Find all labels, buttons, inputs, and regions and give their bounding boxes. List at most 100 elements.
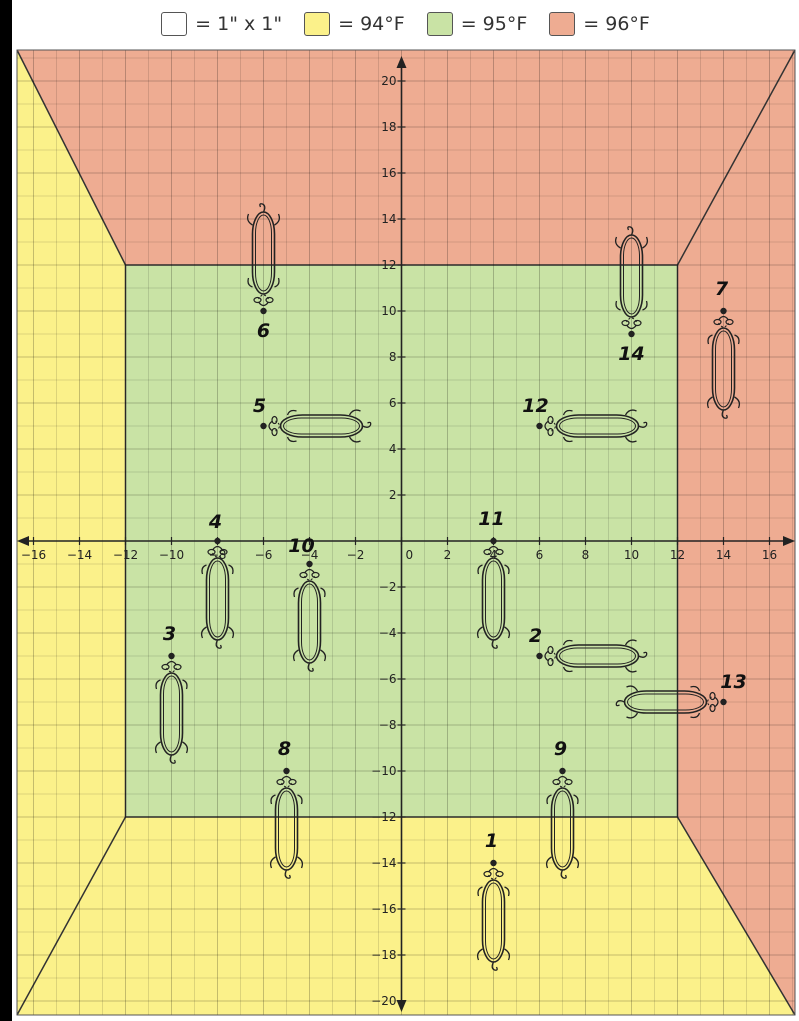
- rat-torso-inner: [255, 214, 272, 292]
- rat-nose-dot: [628, 330, 635, 338]
- rat-torso-inner: [627, 693, 704, 711]
- rat-nose-dot: [214, 537, 221, 545]
- rat-nose-dot: [168, 652, 175, 660]
- rat-nose-dot: [490, 537, 497, 545]
- rat-tail: [560, 869, 567, 879]
- rat-nose-dot: [283, 767, 290, 775]
- rat-number-label: 7: [715, 278, 729, 300]
- rat-tail: [721, 409, 728, 419]
- rat-ear: [495, 548, 504, 556]
- legend-item-94f: = 94°F: [304, 12, 405, 36]
- rat-snout: [717, 315, 730, 321]
- rat-10: [292, 560, 327, 672]
- x-tick-label: 8: [582, 548, 590, 562]
- rat-3: [154, 652, 189, 764]
- rat-head: [488, 874, 499, 880]
- rat-ear: [271, 415, 278, 425]
- rat-torso-inner: [209, 560, 226, 638]
- rat-ear: [564, 778, 573, 786]
- rat-nose-dot: [559, 767, 566, 775]
- rat-nose-dot: [536, 422, 543, 430]
- rat-head: [304, 575, 315, 581]
- rat-5: [260, 409, 372, 443]
- x-tick-label: 16: [762, 548, 777, 562]
- rat-number-label: 4: [208, 511, 222, 533]
- rat-legs: [246, 213, 281, 288]
- y-axis-arrow-down: [396, 1000, 407, 1012]
- y-tick-label: −2: [379, 580, 397, 594]
- rat-head: [258, 294, 269, 300]
- rat-body: [269, 767, 304, 879]
- legend-label: = 94°F: [338, 13, 405, 35]
- rat-head: [281, 782, 292, 788]
- rat-ear: [495, 870, 504, 878]
- temperature-zones: [16, 49, 796, 1016]
- rat-number-label: 13: [720, 671, 746, 693]
- rat-legs: [626, 685, 701, 719]
- legend-item-grid-unit: = 1" x 1": [161, 12, 282, 36]
- rat-torso-inner: [485, 882, 502, 960]
- y-tick-label: 4: [389, 442, 397, 456]
- y-tick-label: −16: [371, 902, 396, 916]
- rat-head: [275, 420, 281, 432]
- rat-tail: [627, 226, 634, 236]
- x-tick-label: −4: [301, 548, 319, 562]
- 95f-swatch: [426, 12, 453, 36]
- rat-head: [626, 317, 637, 323]
- rat-legs: [562, 639, 637, 673]
- legend-item-96f: = 96°F: [549, 12, 650, 36]
- rat-body: [154, 652, 189, 764]
- rat-torso-inner: [283, 417, 360, 435]
- rat-ear: [219, 548, 228, 556]
- rat-body: [260, 409, 372, 443]
- rat-body: [536, 639, 648, 673]
- rat-4: [200, 537, 235, 649]
- rat-nose-dot: [260, 307, 267, 315]
- rat-head: [557, 782, 568, 788]
- rat-head: [551, 650, 557, 662]
- rat-ear: [161, 663, 170, 671]
- x-tick-label: 6: [536, 548, 544, 562]
- rat-tail: [615, 700, 625, 707]
- zone-diagonal-line: [16, 816, 127, 1016]
- rat-snout: [268, 420, 273, 432]
- rat-body: [614, 226, 649, 338]
- rat-number-label: 8: [278, 738, 291, 760]
- y-tick-label: −12: [371, 810, 396, 824]
- rat-number-label: 14: [618, 343, 644, 365]
- rat-body: [246, 203, 281, 315]
- rat-head: [706, 696, 712, 708]
- rat-number-label: 9: [554, 738, 567, 760]
- rat-number-label: 10: [288, 535, 314, 557]
- rat-snout: [544, 650, 549, 662]
- y-tick-label: −4: [379, 626, 397, 640]
- y-tick-label: −6: [379, 672, 397, 686]
- rat-ear: [253, 296, 262, 304]
- y-tick-label: 12: [381, 258, 396, 272]
- zone-cold-bottom: [17, 817, 795, 1015]
- y-tick-label: 6: [389, 396, 397, 410]
- 94f-swatch: [304, 12, 331, 36]
- rat-legs: [154, 679, 189, 754]
- rat-nose-dot: [720, 698, 727, 706]
- rat-number-label: 1: [485, 830, 498, 852]
- rat-torso-inner: [559, 417, 636, 435]
- rat-body: [476, 859, 511, 971]
- rat-ear: [709, 703, 716, 713]
- rat-snout: [211, 545, 224, 551]
- y-tick-label: 10: [381, 304, 396, 318]
- rat-nose-dot: [490, 859, 497, 867]
- rat-tail: [638, 651, 648, 658]
- rat-ear: [725, 318, 734, 326]
- x-tick-label: 14: [716, 548, 731, 562]
- zone-diagonal-line: [16, 49, 127, 266]
- x-tick-label: 0: [406, 548, 414, 562]
- rat-number-label: 12: [522, 395, 548, 417]
- x-axis-arrow-left: [17, 536, 29, 546]
- zone-diagonal-line: [676, 816, 796, 1016]
- legend-item-95f: = 95°F: [426, 12, 527, 36]
- diagram-frame: = 1" x 1" = 94°F = 95°F = 96°F −16−14−12…: [12, 0, 799, 1021]
- rat-ear: [483, 870, 492, 878]
